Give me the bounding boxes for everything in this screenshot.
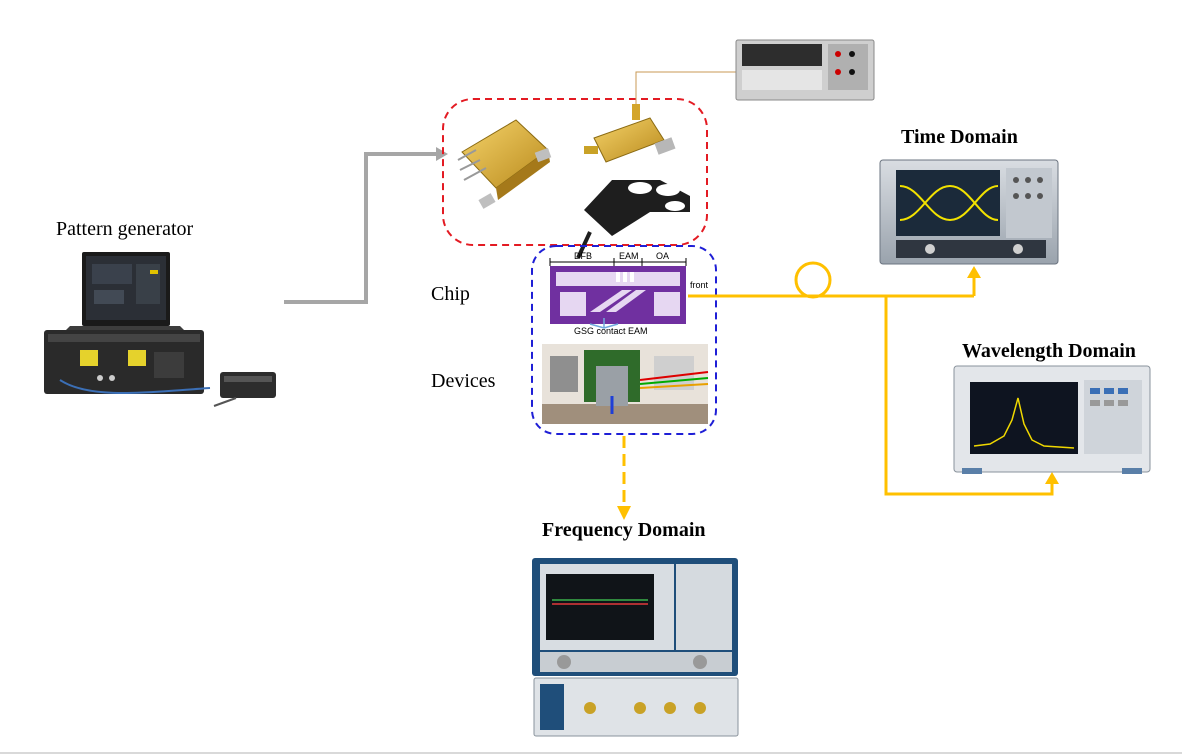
chip-label: Chip — [431, 283, 470, 305]
optical-spectrum-analyzer — [953, 365, 1151, 474]
driver-amplifier — [457, 119, 552, 209]
bottom-divider — [0, 752, 1182, 754]
frequency-domain-label: Frequency Domain — [542, 519, 706, 541]
chip-label-dfb: DFB — [574, 251, 592, 261]
bias-tee — [584, 104, 676, 163]
chip-label-oa: OA — [656, 251, 670, 261]
chip-layout — [549, 258, 687, 329]
pattern-generator-device — [44, 252, 276, 407]
chip-label-eam: EAM — [619, 251, 639, 261]
time-domain-label: Time Domain — [901, 126, 1018, 148]
dut-group-box — [531, 245, 717, 435]
pattern-generator-label: Pattern generator — [56, 218, 194, 240]
rf-path-arrow — [284, 152, 438, 304]
source-meter — [735, 39, 875, 101]
chip-label-contact: GSG contact EAM — [574, 326, 648, 336]
device-photo — [542, 344, 709, 424]
devices-label: Devices — [431, 370, 496, 392]
vector-network-analyzer — [532, 558, 739, 737]
chip-label-front: front — [690, 280, 709, 290]
wavelength-domain-label: Wavelength Domain — [962, 340, 1136, 362]
oscilloscope — [879, 159, 1059, 265]
rf-probe — [576, 180, 690, 259]
optical-path — [617, 261, 1059, 520]
